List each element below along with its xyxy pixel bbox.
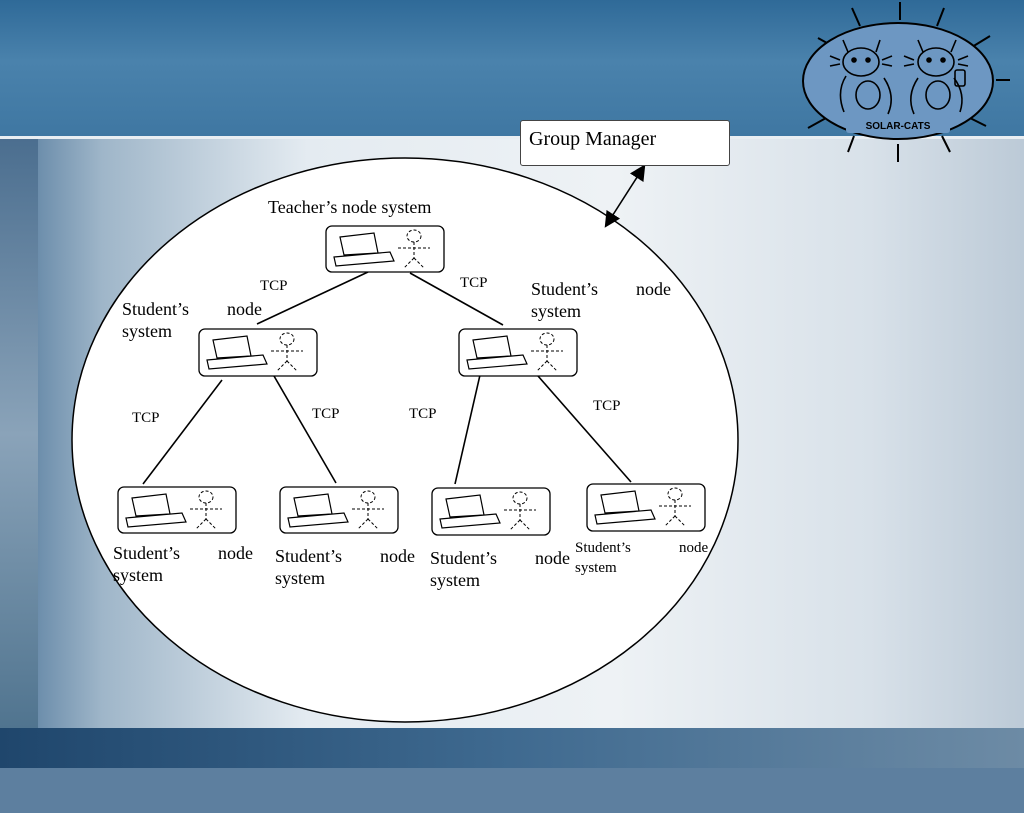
student-node-box-left xyxy=(198,328,318,377)
student-right-label: Student’s node system xyxy=(531,279,671,321)
solar-cats-logo: SOLAR-CATS xyxy=(802,2,1010,162)
left-decor-strip xyxy=(0,139,38,729)
group-boundary-ellipse xyxy=(71,157,739,723)
link-right-leaf4 xyxy=(537,375,632,483)
leaf1-label: Student’s node system xyxy=(113,543,253,585)
group-manager-label: Group Manager xyxy=(529,128,657,150)
network-diagram: SOLAR-CATS xyxy=(71,2,1010,723)
leaf3-label: Student’s node system xyxy=(430,548,570,590)
student-node-box-right xyxy=(458,328,578,377)
link-right-leaf3 xyxy=(454,374,481,485)
student-node-box-leaf1 xyxy=(117,486,237,534)
tcp-label-left-leaf2: TCP xyxy=(312,406,340,422)
group-manager-box: Group Manager xyxy=(520,120,730,166)
tcp-label-left-leaf1: TCP xyxy=(132,410,160,426)
tcp-label-teacher-right: TCP xyxy=(460,275,488,291)
tcp-label-right-leaf4: TCP xyxy=(593,398,621,414)
link-teacher-right xyxy=(409,272,504,326)
group-manager-arrow xyxy=(604,164,646,228)
link-left-leaf2 xyxy=(273,375,337,484)
header-divider xyxy=(0,136,1024,139)
tcp-label-right-leaf3: TCP xyxy=(409,406,437,422)
leaf4-label: Student’s node system xyxy=(575,540,709,576)
teacher-node-label: Teacher’s node system xyxy=(268,197,432,217)
svg-text:SOLAR-CATS: SOLAR-CATS xyxy=(866,121,931,132)
tcp-connections xyxy=(142,271,632,485)
bottom-decor-strip xyxy=(0,728,1024,768)
link-left-leaf1 xyxy=(142,379,223,485)
student-left-label: Student’s node system xyxy=(122,299,262,341)
student-node-box-leaf4 xyxy=(586,483,706,532)
student-node-box-leaf3 xyxy=(431,487,551,536)
leaf2-label: Student’s node system xyxy=(275,546,415,588)
tcp-label-teacher-left: TCP xyxy=(260,278,288,294)
link-teacher-left xyxy=(256,271,369,325)
teacher-node-box xyxy=(325,225,445,273)
student-node-box-leaf2 xyxy=(279,486,399,534)
